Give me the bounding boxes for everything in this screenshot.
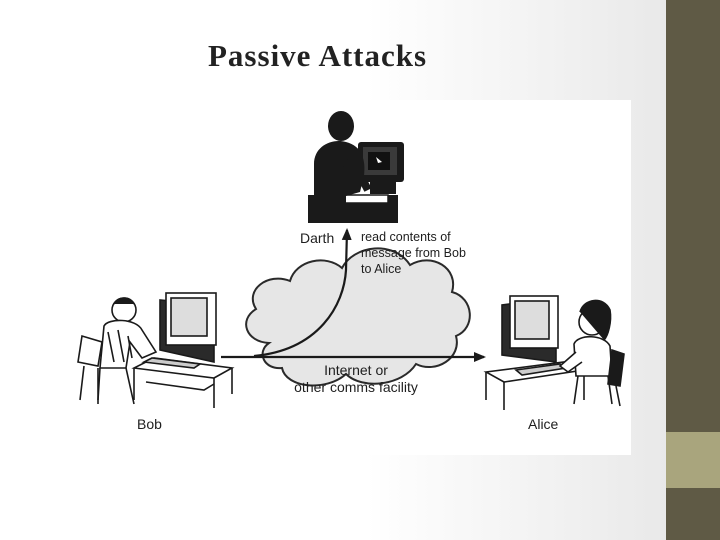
interception-arrow	[253, 228, 352, 358]
attack-note-line: read contents of	[361, 230, 451, 244]
attack-note-line: to Alice	[361, 262, 402, 276]
internet-cloud	[245, 247, 471, 387]
darth-figure	[308, 111, 404, 223]
attack-note: read contents of message from Bob to Ali…	[361, 229, 466, 277]
sidebar-accent-block	[666, 432, 720, 488]
cloud-label-line: other comms facility	[294, 379, 418, 395]
alice-figure	[483, 295, 625, 410]
bob-label: Bob	[137, 416, 162, 432]
cloud-label-line: Internet or	[324, 362, 388, 378]
cloud-label: Internet or other comms facility	[276, 362, 436, 396]
passive-attack-diagram: Darth read contents of message from Bob …	[64, 100, 631, 455]
diagram-drawing	[77, 111, 625, 410]
attack-note-line: message from Bob	[361, 246, 466, 260]
darth-label: Darth	[300, 230, 335, 246]
slide-title: Passive Attacks	[208, 38, 428, 73]
alice-label: Alice	[528, 416, 559, 432]
bob-figure	[77, 292, 235, 408]
